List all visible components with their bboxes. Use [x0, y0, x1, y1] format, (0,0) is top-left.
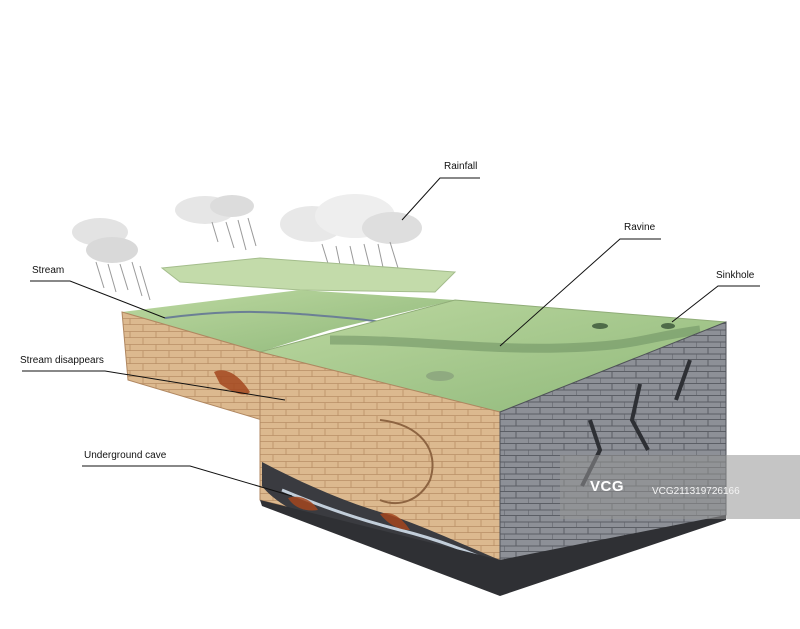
watermark-id: VCG211319726166 — [652, 486, 740, 497]
leader-rainfall — [401, 177, 480, 221]
back-plateau — [160, 257, 457, 293]
block-base — [260, 500, 726, 596]
leader-ravine — [499, 238, 661, 347]
label-stream: Stream — [32, 265, 65, 276]
ravine-groove — [329, 325, 701, 353]
leader-sinkhole — [671, 285, 760, 323]
label-rainfall: Rainfall — [444, 161, 478, 172]
cloud-right — [280, 194, 422, 277]
rust-deposits — [214, 370, 410, 530]
leader-stream — [30, 280, 166, 319]
leader-stream-disappears — [22, 370, 286, 401]
surface-depression — [426, 371, 454, 381]
watermark-logo: VCG — [590, 478, 625, 495]
cloud-left — [72, 218, 151, 301]
sinkhole-hole — [661, 323, 675, 329]
label-underground-cave: Underground cave — [84, 450, 167, 461]
label-stream-disappears: Stream disappears — [20, 355, 104, 366]
label-sinkhole: Sinkhole — [716, 270, 755, 281]
label-ravine: Ravine — [624, 222, 656, 233]
leader-underground-cave — [82, 465, 293, 497]
surface-depression-2 — [592, 323, 608, 329]
cloud-middle — [175, 195, 257, 251]
collapse-hollow — [379, 419, 434, 505]
watermark-banner — [560, 455, 800, 519]
leader-lines — [22, 177, 760, 497]
clouds — [72, 194, 422, 301]
left-block-top — [122, 290, 455, 352]
